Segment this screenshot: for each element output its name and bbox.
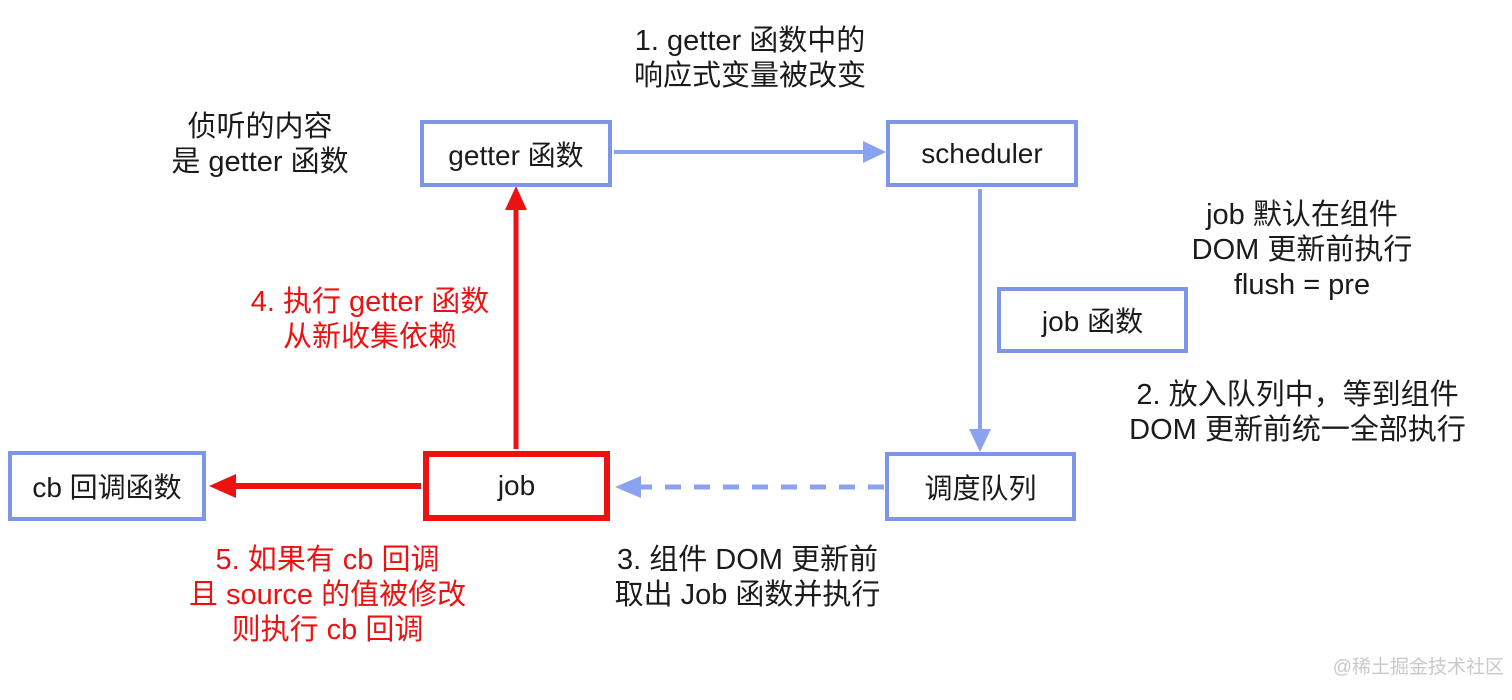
note-watch-content: 侦听的内容 是 getter 函数 [110,110,410,180]
arrow-job-to-cb [209,474,421,498]
job-label: job [497,470,536,501]
job-box: job [423,451,610,521]
note-step5-line1: 5. 如果有 cb 回调 [215,544,440,576]
note-watch-content-line2: 是 getter 函数 [171,146,349,178]
arrow-getter-to-scheduler [614,141,886,163]
note-watch-content-line1: 侦听的内容 [187,111,333,143]
note-flush-pre-line1: job 默认在组件 [1206,199,1398,231]
note-step2: 2. 放入队列中，等到组件 DOM 更新前统一全部执行 [1085,378,1510,448]
scheduler-label: scheduler [921,137,1043,169]
note-step4-line2: 从新收集依赖 [282,321,457,353]
note-step1-line1: 1. getter 函数中的 [634,25,866,57]
dispatch-queue-label: 调度队列 [924,472,1037,504]
note-step5: 5. 如果有 cb 回调 且 source 的值被修改 则执行 cb 回调 [150,543,505,648]
note-flush-pre-line3: flush = pre [1233,269,1371,301]
getter-function-box: getter 函数 [420,120,612,187]
getter-function-label: getter 函数 [448,139,584,171]
arrow-queue-to-job-dashed [615,476,884,498]
note-step3-line1: 3. 组件 DOM 更新前 [616,544,878,576]
note-step5-line3: 则执行 cb 回调 [231,614,424,646]
note-flush-pre-line2: DOM 更新前执行 [1191,234,1413,266]
note-step1-line2: 响应式变量被改变 [633,60,866,92]
arrow-scheduler-to-queue [969,189,991,452]
note-step1: 1. getter 函数中的 响应式变量被改变 [550,24,950,94]
job-function-label: job 函数 [1041,306,1144,337]
note-step5-line2: 且 source 的值被修改 [188,579,467,611]
note-step3: 3. 组件 DOM 更新前 取出 Job 函数并执行 [575,543,920,613]
note-flush-pre: job 默认在组件 DOM 更新前执行 flush = pre [1147,198,1457,303]
dispatch-queue-box: 调度队列 [885,452,1076,521]
note-step3-line2: 取出 Job 函数并执行 [614,579,881,611]
note-step2-line1: 2. 放入队列中，等到组件 [1136,379,1459,411]
scheduler-box: scheduler [886,120,1078,187]
job-function-box: job 函数 [997,287,1188,353]
watermark: @稀土掘金技术社区 [1332,657,1504,678]
note-step2-line2: DOM 更新前统一全部执行 [1129,414,1466,446]
note-step4-line1: 4. 执行 getter 函数 [250,286,490,318]
cb-callback-label: cb 回调函数 [32,472,182,503]
note-step4: 4. 执行 getter 函数 从新收集依赖 [225,285,515,355]
cb-callback-box: cb 回调函数 [8,451,206,521]
